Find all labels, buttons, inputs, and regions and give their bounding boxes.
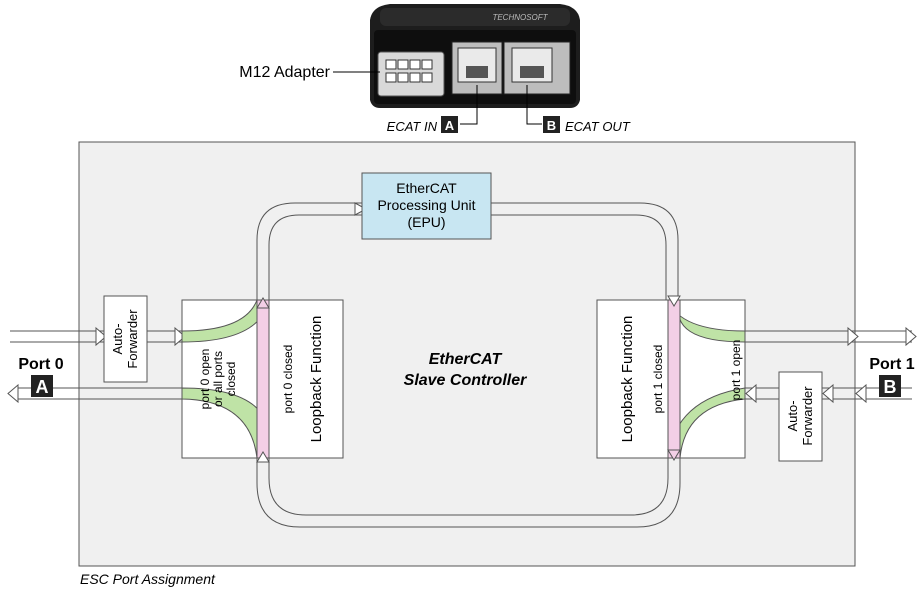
ecat-in-badge bbox=[441, 116, 458, 133]
port1-out-arrow bbox=[745, 330, 912, 343]
frame-loop bbox=[256, 202, 681, 528]
svg-text:B: B bbox=[884, 377, 897, 397]
loopback-left-label: Loopback Function bbox=[308, 316, 325, 443]
epu-box bbox=[361, 172, 492, 240]
diagram-caption: ESC Port Assignment bbox=[80, 571, 216, 587]
port0-badge bbox=[31, 375, 53, 397]
device-logo: TECHNOSOFT bbox=[492, 13, 548, 22]
epu-label-line2: Processing Unit bbox=[377, 197, 475, 213]
device-module: TECHNOSOFT bbox=[370, 4, 580, 108]
left-pink-bar bbox=[256, 299, 270, 459]
svg-text:A: A bbox=[36, 377, 49, 397]
right-pink-bar bbox=[667, 299, 681, 459]
port1-label: Port 1 bbox=[869, 356, 914, 373]
epu-label-line3: (EPU) bbox=[407, 214, 445, 230]
epu-label-line1: EtherCAT bbox=[396, 180, 457, 196]
svg-text:B: B bbox=[547, 118, 556, 133]
port1-badge bbox=[879, 375, 901, 397]
svg-text:A: A bbox=[445, 118, 455, 133]
m12-adapter-label: M12 Adapter bbox=[239, 64, 330, 81]
svg-text:Forwarder: Forwarder bbox=[125, 309, 140, 369]
ecat-in-label: ECAT IN bbox=[387, 119, 438, 134]
port0-closed-label: port 0 closed bbox=[281, 345, 295, 414]
svg-text:Auto-: Auto- bbox=[785, 400, 800, 431]
loopback-right-label: Loopback Function bbox=[619, 316, 636, 443]
ecat-out-badge bbox=[543, 116, 560, 133]
svg-text:port 0 open: port 0 open bbox=[198, 349, 212, 410]
esc-title-line1: EtherCAT bbox=[429, 351, 503, 368]
autoforwarder-right bbox=[778, 371, 823, 462]
ecat-out-label: ECAT OUT bbox=[565, 119, 631, 134]
svg-text:Forwarder: Forwarder bbox=[800, 386, 815, 446]
port0-in-arrow bbox=[10, 330, 104, 343]
autoforwarder-left bbox=[103, 295, 148, 383]
svg-text:closed: closed bbox=[224, 362, 238, 397]
svg-text:or all ports: or all ports bbox=[211, 351, 225, 407]
port1-open-label: port 1 open bbox=[729, 340, 743, 401]
port0-label: Port 0 bbox=[18, 356, 63, 373]
esc-title-line2: Slave Controller bbox=[404, 372, 527, 389]
port1-closed-label: port 1 closed bbox=[651, 345, 665, 414]
svg-text:Auto-: Auto- bbox=[110, 323, 125, 354]
